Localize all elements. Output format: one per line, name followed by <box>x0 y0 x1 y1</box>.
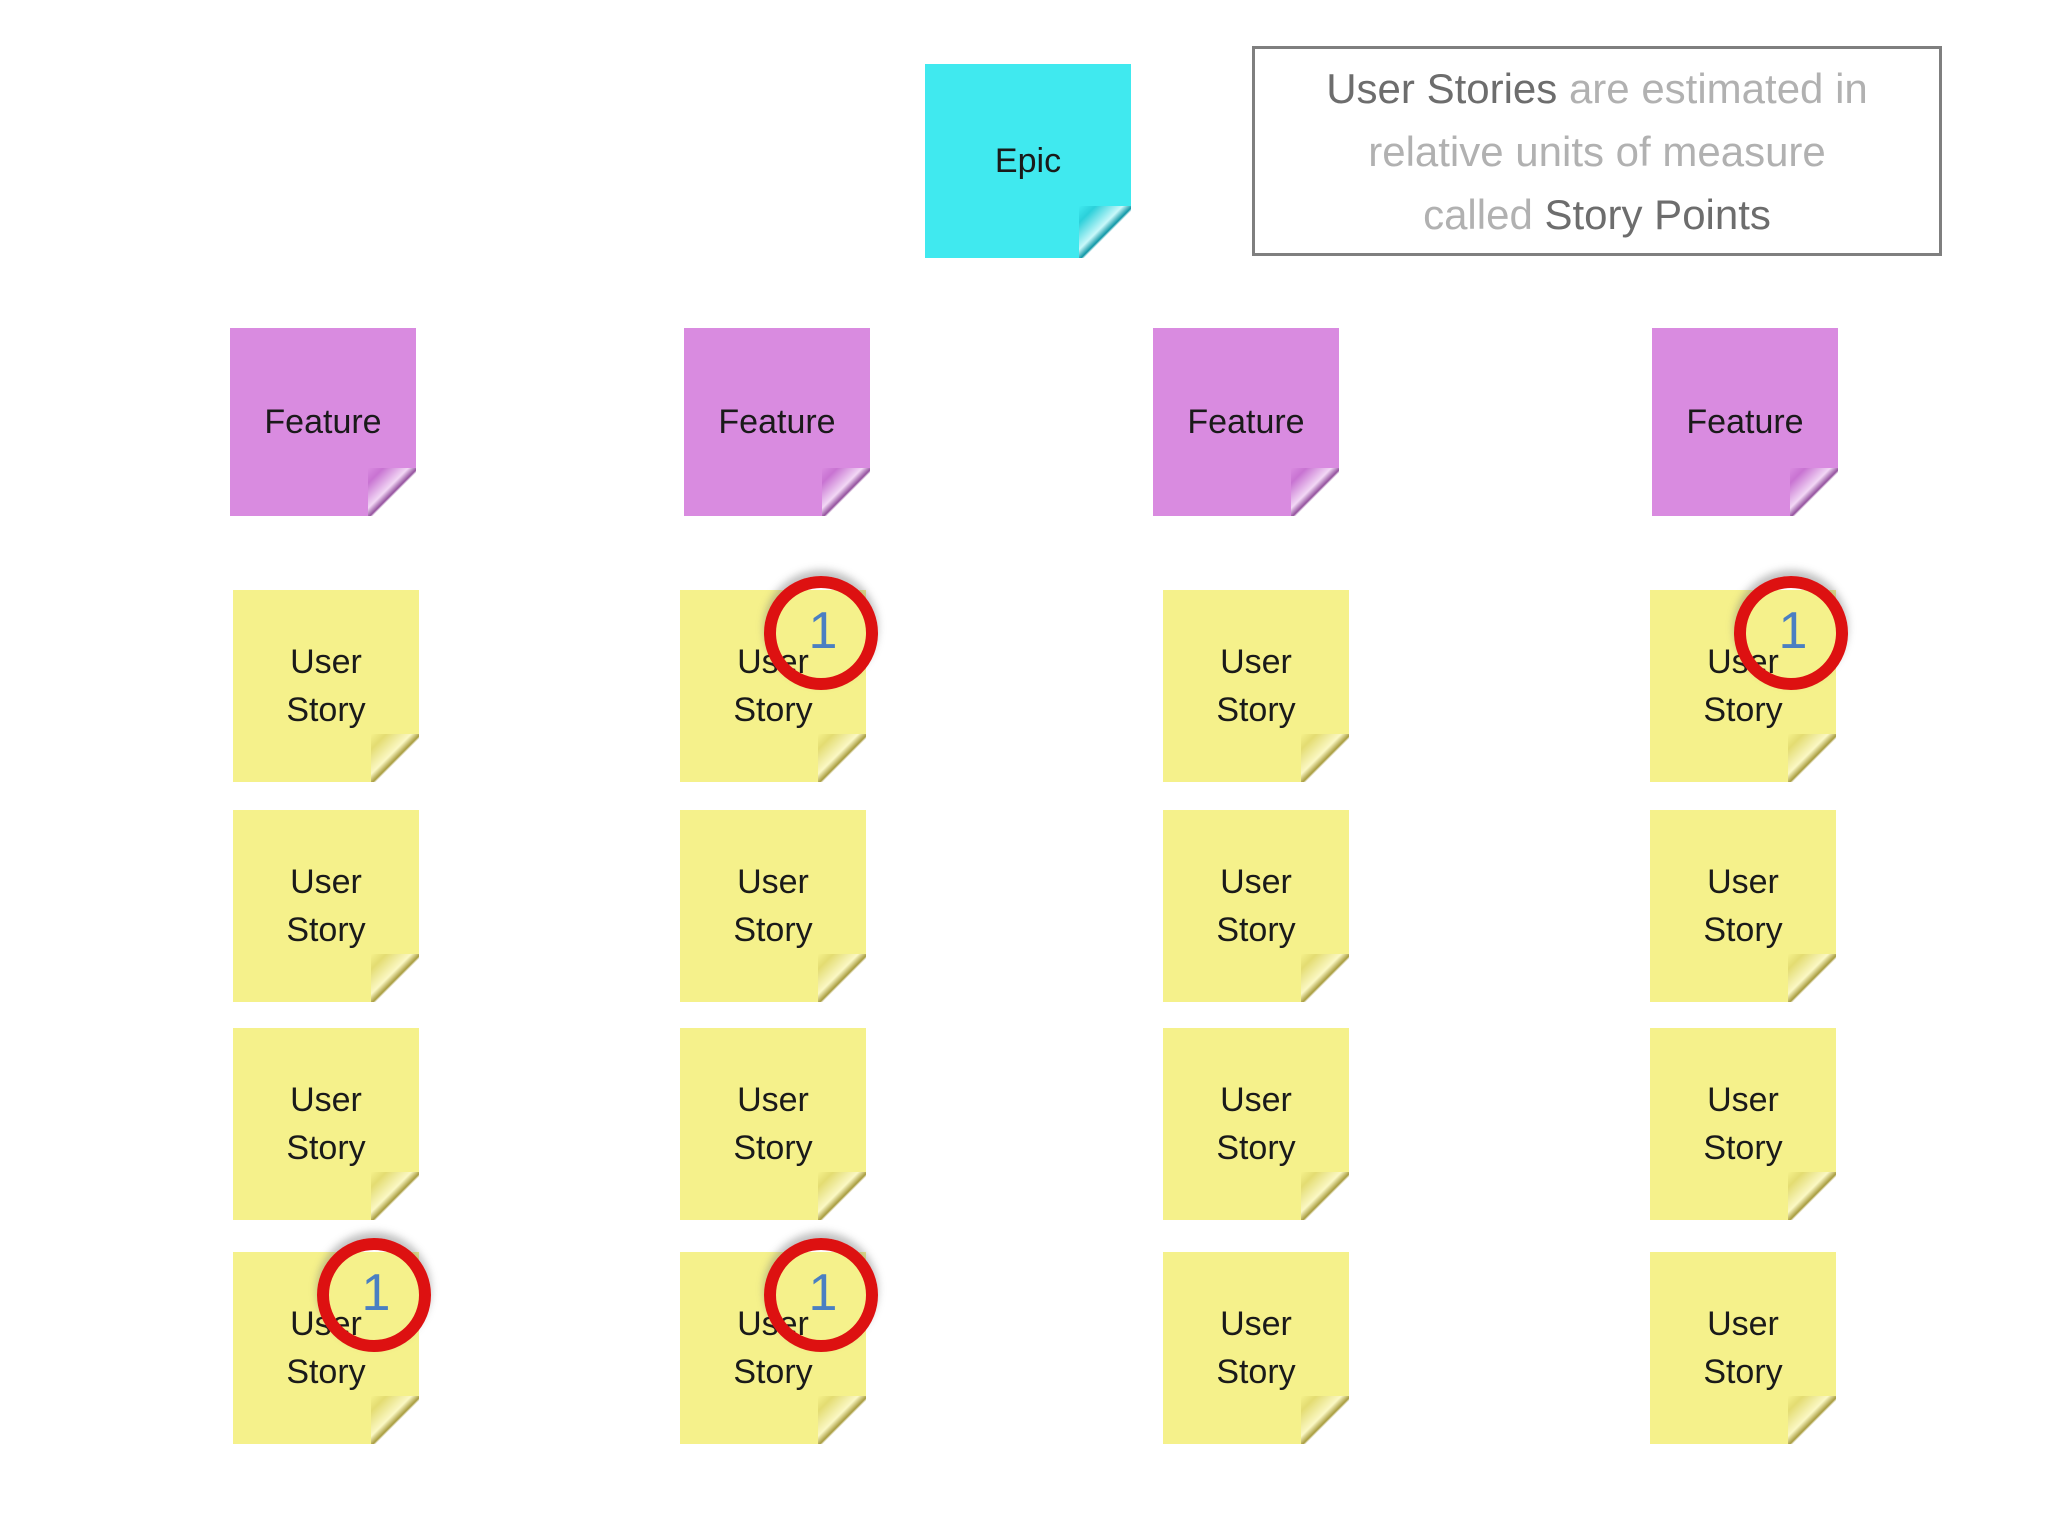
folded-corner <box>1301 1172 1349 1220</box>
folded-corner <box>1079 206 1131 258</box>
story-point-value: 1 <box>808 1264 838 1322</box>
story-point-circle: 1 <box>764 576 878 690</box>
story-point-circle: 1 <box>764 1238 878 1352</box>
legend-text-segment: relative units of measure <box>1368 127 1826 175</box>
feature-label: Feature <box>1187 402 1305 441</box>
user-story-note-col3-row1: User Story <box>1163 590 1349 782</box>
user-story-note-col1-row3: User Story <box>233 1028 419 1220</box>
folded-corner <box>1301 1396 1349 1444</box>
user-story-label: User Story <box>733 1080 813 1167</box>
user-story-note-col4-row2: User Story <box>1650 810 1836 1002</box>
folded-corner <box>1788 734 1836 782</box>
user-story-label: User Story <box>733 862 813 949</box>
legend-text-segment: Story Points <box>1544 190 1771 238</box>
user-story-note-col2-row2: User Story <box>680 810 866 1002</box>
legend-line: User Stories are estimated in <box>1255 57 1939 120</box>
folded-corner <box>371 734 419 782</box>
user-story-note-col3-row2: User Story <box>1163 810 1349 1002</box>
folded-corner <box>1301 734 1349 782</box>
legend-line: called Story Points <box>1255 183 1939 246</box>
story-point-value: 1 <box>1778 602 1808 660</box>
story-point-circle: 1 <box>1734 576 1848 690</box>
user-story-note-col3-row4: User Story <box>1163 1252 1349 1444</box>
story-point-circle: 1 <box>317 1238 431 1352</box>
user-story-label: User Story <box>1216 1304 1296 1391</box>
epic-note: Epic <box>925 64 1131 258</box>
legend-text-segment: called <box>1423 190 1545 238</box>
user-story-label: User Story <box>1216 642 1296 729</box>
folded-corner <box>818 1172 866 1220</box>
user-story-label: User Story <box>1216 862 1296 949</box>
legend-text-segment: are estimated in <box>1557 64 1868 112</box>
user-story-note-col3-row3: User Story <box>1163 1028 1349 1220</box>
feature-label: Feature <box>1686 402 1804 441</box>
user-story-note-col1-row2: User Story <box>233 810 419 1002</box>
user-story-label: User Story <box>286 642 366 729</box>
folded-corner <box>822 468 870 516</box>
user-story-note-col2-row3: User Story <box>680 1028 866 1220</box>
folded-corner <box>1788 1396 1836 1444</box>
user-story-note-col4-row3: User Story <box>1650 1028 1836 1220</box>
user-story-label: User Story <box>1703 1304 1783 1391</box>
user-story-label: User Story <box>1703 862 1783 949</box>
folded-corner <box>371 1396 419 1444</box>
legend-box: User Stories are estimated in relative un… <box>1252 46 1942 256</box>
user-story-label: User Story <box>1703 1080 1783 1167</box>
folded-corner <box>1291 468 1339 516</box>
feature-label: Feature <box>264 402 382 441</box>
folded-corner <box>1788 954 1836 1002</box>
feature-note: Feature <box>684 328 870 516</box>
folded-corner <box>371 1172 419 1220</box>
user-story-label: User Story <box>286 1080 366 1167</box>
folded-corner <box>1790 468 1838 516</box>
epic-label: Epic <box>994 141 1062 180</box>
folded-corner <box>1301 954 1349 1002</box>
feature-note: Feature <box>1153 328 1339 516</box>
feature-note: Feature <box>230 328 416 516</box>
feature-label: Feature <box>718 402 836 441</box>
folded-corner <box>818 734 866 782</box>
folded-corner <box>818 954 866 1002</box>
folded-corner <box>368 468 416 516</box>
user-story-note-col4-row4: User Story <box>1650 1252 1836 1444</box>
folded-corner <box>818 1396 866 1444</box>
legend-text-segment: User Stories <box>1326 64 1558 112</box>
user-story-label: User Story <box>286 862 366 949</box>
user-story-label: User Story <box>1216 1080 1296 1167</box>
story-point-value: 1 <box>361 1264 391 1322</box>
user-story-note-col1-row1: User Story <box>233 590 419 782</box>
folded-corner <box>1788 1172 1836 1220</box>
folded-corner <box>371 954 419 1002</box>
story-point-value: 1 <box>808 602 838 660</box>
legend-line: relative units of measure <box>1255 120 1939 183</box>
feature-note: Feature <box>1652 328 1838 516</box>
